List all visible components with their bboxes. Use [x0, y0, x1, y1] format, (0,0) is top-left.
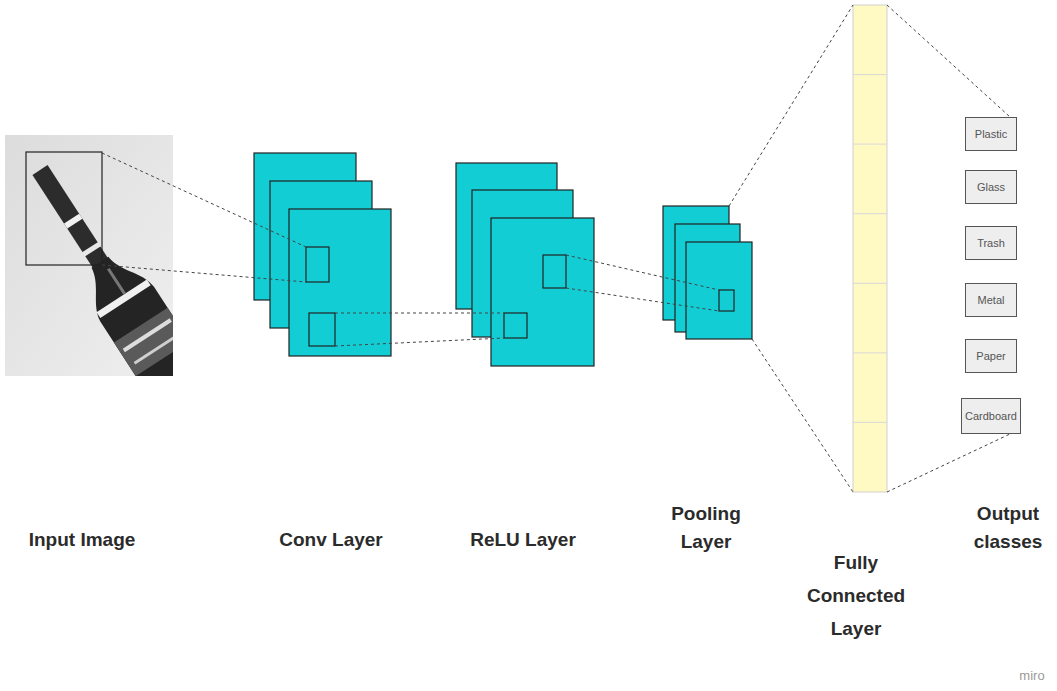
class-box: Cardboard — [961, 398, 1021, 434]
class-name: Cardboard — [965, 410, 1017, 422]
input-photo — [5, 135, 173, 376]
layer-label: Output classes — [966, 500, 1050, 556]
conv-windows — [306, 247, 335, 346]
class-box: Trash — [965, 226, 1017, 260]
relu-windows — [504, 255, 566, 338]
fully-connected-column — [853, 5, 887, 492]
relu-maps — [456, 163, 594, 366]
watermark: miro — [1012, 668, 1052, 684]
pooling-maps — [663, 206, 752, 339]
layer-label: Input Image — [2, 528, 162, 552]
class-box: Paper — [965, 339, 1017, 373]
layer-label: Fully Connected Layer — [802, 546, 910, 645]
dashed-guides — [102, 5, 1010, 492]
class-box: Plastic — [965, 117, 1017, 151]
layer-label: ReLU Layer — [453, 528, 593, 552]
pooling-window — [719, 290, 734, 311]
layer-label: Conv Layer — [261, 528, 401, 552]
class-box: Glass — [965, 170, 1017, 204]
class-name: Metal — [978, 294, 1005, 306]
class-name: Paper — [976, 350, 1005, 362]
conv-maps — [254, 153, 391, 356]
class-name: Plastic — [975, 128, 1007, 140]
class-box: Metal — [965, 283, 1017, 317]
receptive-field — [26, 152, 102, 265]
class-name: Trash — [977, 237, 1005, 249]
layer-label: Pooling Layer — [665, 500, 747, 556]
class-name: Glass — [977, 181, 1005, 193]
